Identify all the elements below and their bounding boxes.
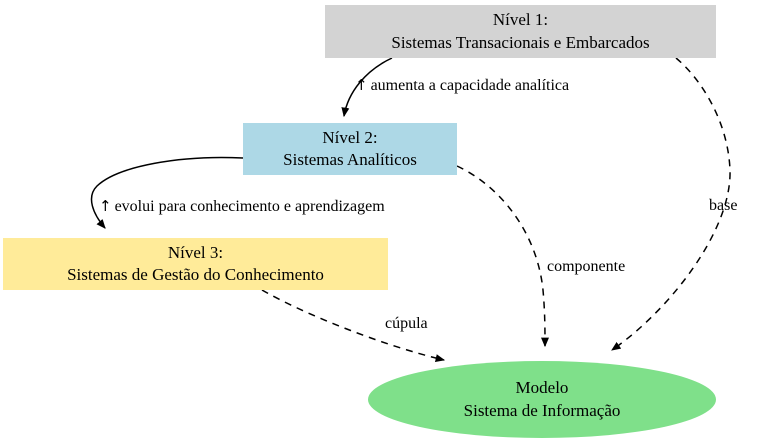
node-nivel-3[interactable]: Nível 3: Sistemas de Gestão do Conhecime…: [3, 238, 388, 290]
edge-nivel3-to-modelo: [261, 289, 446, 362]
node-modelo-sistema-informacao[interactable]: Modelo Sistema de Informação: [368, 361, 716, 438]
edge-label-text: componente: [547, 258, 626, 275]
edge-label-text: evolui para conhecimento e aprendizagem: [114, 198, 385, 215]
node-nivel-1-line1: Nível 1:: [492, 10, 549, 30]
node-nivel-2-line2: Sistemas Analíticos: [283, 150, 417, 169]
node-modelo-line1: Modelo: [515, 378, 569, 398]
node-nivel-3-line1: Nível 3:: [167, 242, 224, 262]
node-nivel-3-line2: Sistemas de Gestão do Conhecimento: [67, 265, 324, 284]
up-arrow-icon: ↑: [99, 197, 112, 215]
edge-label-base: base: [709, 198, 737, 214]
edge-label-text: base: [709, 197, 738, 214]
edge-label-text: cúpula: [385, 315, 428, 332]
node-nivel-1[interactable]: Nível 1: Sistemas Transacionais e Embarc…: [325, 5, 716, 58]
node-modelo-line2: Sistema de Informação: [463, 400, 621, 420]
edge-label-evolui-conhecimento-aprendizagem: ↑evolui para conhecimento e aprendizagem: [99, 199, 385, 215]
edge-label-aumenta-capacidade-analitica: ↑aumenta a capacidade analítica: [355, 78, 569, 94]
node-nivel-1-line2: Sistemas Transacionais e Embarcados: [391, 32, 650, 52]
edge-nivel1-to-nivel2: [341, 57, 393, 118]
edge-nivel2-to-nivel3: [90, 156, 244, 229]
node-nivel-2[interactable]: Nível 2: Sistemas Analíticos: [243, 123, 457, 175]
edge-label-componente: componente: [547, 259, 625, 275]
edge-nivel2-to-modelo: [456, 165, 549, 348]
edge-nivel1-to-modelo: [611, 57, 731, 351]
edge-label-cupula: cúpula: [385, 316, 428, 332]
node-nivel-2-line1: Nível 2:: [322, 127, 378, 147]
up-arrow-icon: ↑: [355, 76, 368, 94]
edge-label-text: aumenta a capacidade analítica: [370, 77, 570, 94]
